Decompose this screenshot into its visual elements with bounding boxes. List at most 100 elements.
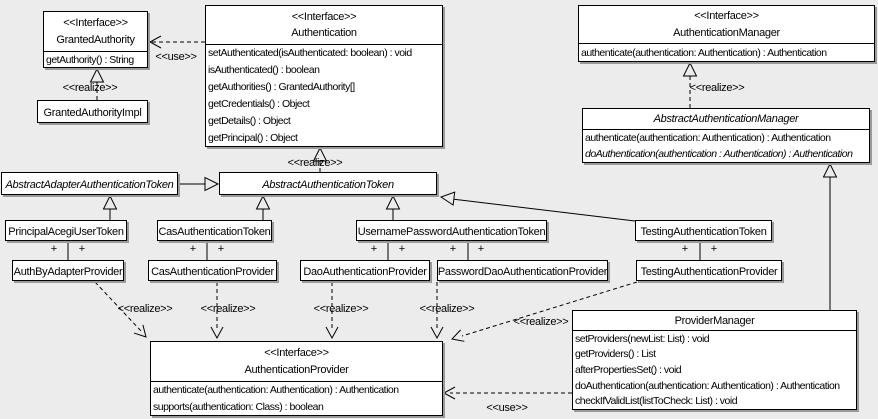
- triangle-arrowhead-icon: [822, 162, 838, 178]
- method-row[interactable]: doAuthentication(authentication: Authent…: [575, 379, 840, 392]
- class-granted-authority-impl[interactable]: GrantedAuthorityImpl: [37, 100, 148, 123]
- open-arrowhead-icon: [210, 326, 224, 340]
- edge-stereotype-label[interactable]: <<realize>>: [118, 303, 173, 315]
- class-name-label: AbstractAuthenticationManager: [653, 113, 799, 125]
- method-row[interactable]: authenticate(authentication: Authenticat…: [585, 132, 831, 144]
- class-title-compartment: DaoAuthenticationProvider: [301, 261, 429, 280]
- class-methods-compartment: authenticate(authentication: Authenticat…: [151, 381, 442, 415]
- association-visibility-mark: +: [450, 243, 456, 255]
- triangle-arrowhead-icon: [682, 61, 698, 77]
- class-title-compartment: AbstractAuthenticationToken: [220, 173, 436, 194]
- open-arrowhead-icon: [451, 329, 465, 342]
- triangle-arrowhead-icon: [385, 194, 401, 210]
- method-row[interactable]: isAuthenticated() : boolean: [208, 64, 320, 77]
- class-testing-authentication-token[interactable]: TestingAuthenticationToken: [635, 220, 772, 241]
- association-visibility-mark: +: [79, 243, 85, 255]
- class-methods-compartment: authenticate(authentication: Authenticat…: [583, 129, 869, 162]
- class-name-label: Authentication: [291, 27, 357, 40]
- class-name-label: PasswordDaoAuthenticationProvider: [437, 265, 608, 278]
- class-username-password-authentication-token[interactable]: UsernamePasswordAuthenticationToken: [356, 220, 547, 241]
- class-methods-compartment: authenticate(authentication: Authenticat…: [579, 43, 874, 61]
- class-title-compartment: TestingAuthenticationProvider: [637, 261, 781, 280]
- association-visibility-mark: +: [478, 243, 484, 255]
- edge-stereotype-label[interactable]: <<realize>>: [314, 303, 369, 315]
- method-row[interactable]: afterPropertiesSet() : void: [575, 363, 682, 376]
- realize-edge[interactable]: [94, 281, 143, 333]
- class-abstract-adapter-authentication-token[interactable]: AbstractAdapterAuthenticationToken: [1, 172, 178, 195]
- class-abstract-authentication-token[interactable]: AbstractAuthenticationToken: [219, 172, 437, 195]
- class-name-label: TestingAuthenticationProvider: [640, 265, 778, 278]
- class-name-label: AuthByAdapterProvider: [13, 265, 123, 278]
- class-title-compartment: CasAuthenticationProvider: [149, 261, 276, 280]
- method-row[interactable]: setAuthenticated(isAuthenticated: boolea…: [208, 47, 412, 60]
- triangle-arrowhead-icon: [439, 191, 456, 206]
- association-visibility-mark: +: [218, 243, 224, 255]
- edge-stereotype-label[interactable]: <<use>>: [155, 51, 197, 63]
- method-row[interactable]: getAuthority() : String: [46, 53, 134, 66]
- method-row[interactable]: authenticate(authentication: Authenticat…: [153, 384, 399, 397]
- method-row[interactable]: doAuthentication(authentication : Authen…: [585, 148, 853, 160]
- edge-stereotype-label[interactable]: <<realize>>: [514, 316, 569, 328]
- class-title-compartment: <<Interface>> Authentication: [206, 6, 442, 44]
- edge-stereotype-label[interactable]: <<realize>>: [288, 157, 343, 169]
- class-stereotype-label: <<Interface>>: [291, 10, 357, 23]
- class-name-label: TestingAuthenticationToken: [640, 225, 767, 238]
- class-title-compartment: AbstractAdapterAuthenticationToken: [2, 173, 177, 194]
- class-title-compartment: <<Interface>>AuthenticationManager: [579, 6, 874, 43]
- class-title-compartment: CasAuthenticationToken: [158, 221, 271, 240]
- association-visibility-mark: +: [711, 243, 717, 255]
- method-row[interactable]: getCredentials() : Object: [208, 97, 310, 110]
- class-cas-authentication-token[interactable]: CasAuthenticationToken: [157, 220, 272, 241]
- class-title-compartment: UsernamePasswordAuthenticationToken: [357, 221, 546, 240]
- edge-stereotype-label[interactable]: <<realize>>: [63, 82, 118, 94]
- class-cas-authentication-provider[interactable]: CasAuthenticationProvider: [148, 260, 277, 281]
- method-row[interactable]: getDetails() : Object: [208, 114, 291, 127]
- class-abstract-authentication-manager[interactable]: AbstractAuthenticationManager authenticat…: [582, 108, 870, 163]
- association-visibility-mark: +: [51, 243, 57, 255]
- class-auth-by-adapter-provider[interactable]: AuthByAdapterProvider: [12, 260, 124, 281]
- class-testing-authentication-provider[interactable]: TestingAuthenticationProvider: [636, 260, 782, 281]
- method-row[interactable]: getProviders() : List: [575, 348, 656, 361]
- class-title-compartment: GrantedAuthorityImpl: [38, 101, 147, 122]
- association-visibility-mark: +: [190, 243, 196, 255]
- method-row[interactable]: getPrincipal() : Object: [208, 131, 298, 144]
- triangle-arrowhead-icon: [255, 194, 271, 210]
- triangle-arrowhead-icon: [204, 176, 220, 192]
- method-row[interactable]: checkIfValidList(listToCheck: List) : vo…: [575, 395, 738, 408]
- class-name-label: GrantedAuthority: [56, 34, 135, 46]
- class-dao-authentication-provider[interactable]: DaoAuthenticationProvider: [300, 260, 430, 281]
- class-title-compartment: PasswordDaoAuthenticationProvider: [437, 261, 608, 280]
- class-title-compartment: AuthByAdapterProvider: [13, 261, 123, 280]
- open-arrowhead-icon: [442, 386, 456, 400]
- method-row[interactable]: authenticate(authentication: Authenticat…: [581, 46, 827, 59]
- method-row[interactable]: supports(authentication: Class) : boolea…: [153, 400, 324, 413]
- edge-stereotype-label[interactable]: <<realize>>: [420, 303, 475, 315]
- method-row[interactable]: setProviders(newList: List) : void: [575, 332, 710, 345]
- association-visibility-mark: +: [399, 243, 405, 255]
- realize-edge[interactable]: [461, 281, 638, 337]
- generalization-edge[interactable]: [451, 198, 636, 222]
- class-password-dao-authentication-provider[interactable]: PasswordDaoAuthenticationProvider: [437, 260, 608, 281]
- class-name-label: CasAuthenticationProvider: [151, 265, 274, 278]
- class-title-compartment: <<Interface>> GrantedAuthority: [44, 12, 147, 51]
- open-arrowhead-icon: [430, 326, 444, 340]
- triangle-arrowhead-icon: [102, 194, 118, 210]
- class-authentication[interactable]: <<Interface>> Authentication setAuthentica…: [205, 5, 443, 147]
- edge-stereotype-label[interactable]: <<realize>>: [690, 82, 745, 94]
- class-name-label: AuthenticationProvider: [244, 364, 349, 376]
- method-row[interactable]: getAuthorities() : GrantedAuthority[]: [208, 81, 355, 94]
- class-authentication-provider[interactable]: <<Interface>>AuthenticationProvider authe…: [150, 341, 443, 416]
- class-name-label: AuthenticationManager: [673, 26, 780, 39]
- class-title-compartment: TestingAuthenticationToken: [636, 221, 771, 240]
- class-stereotype-label: <<Interface>>: [63, 17, 128, 29]
- open-arrowhead-icon: [148, 35, 162, 49]
- class-title-compartment: <<Interface>>AuthenticationProvider: [151, 342, 442, 381]
- edge-stereotype-label[interactable]: <<use>>: [486, 402, 528, 414]
- edge-stereotype-label[interactable]: <<realize>>: [201, 303, 256, 315]
- class-principal-acegi-user-token[interactable]: PrincipalAcegiUserToken: [5, 220, 127, 241]
- class-authentication-manager[interactable]: <<Interface>>AuthenticationManager authen…: [578, 5, 875, 62]
- class-granted-authority[interactable]: <<Interface>> GrantedAuthority getAuthorit…: [43, 11, 148, 68]
